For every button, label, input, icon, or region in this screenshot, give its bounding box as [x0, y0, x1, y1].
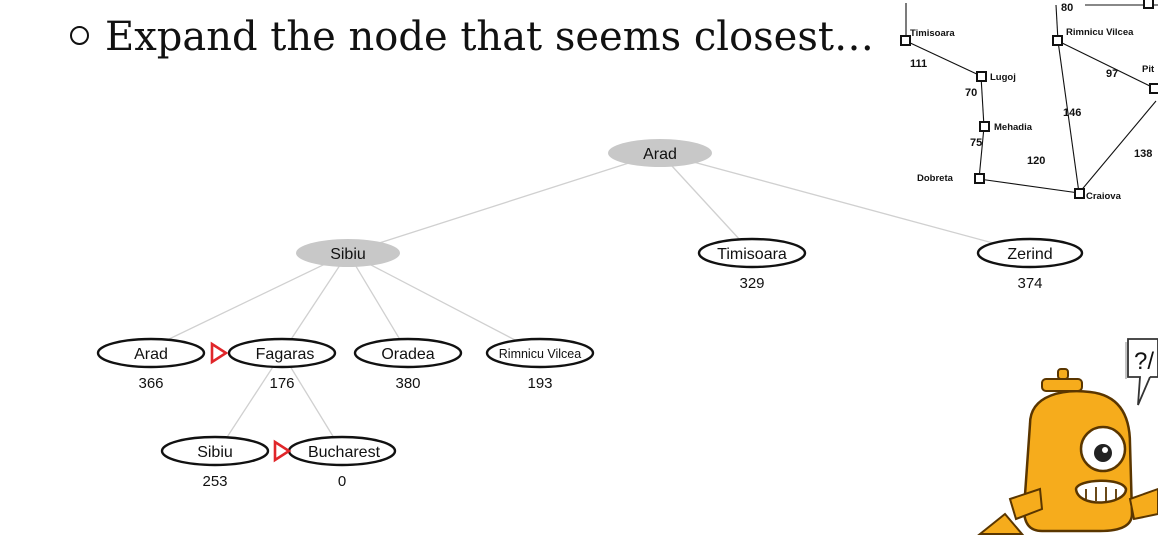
bullet-ring-icon — [70, 26, 89, 45]
tree-node-sibiu: Sibiu — [296, 239, 400, 267]
tree-node-oradea: Oradea 380 — [353, 337, 463, 392]
map-city-marker — [1143, 0, 1154, 9]
tree-edge — [347, 152, 661, 254]
node-label: Timisoara — [717, 246, 787, 263]
map-city-label: Timisoara — [910, 28, 955, 39]
map-city-marker — [979, 121, 990, 132]
tree-node-zerind: Zerind 374 — [976, 237, 1084, 292]
tree-edge — [217, 352, 283, 452]
tree-node-arad: Arad 366 — [96, 337, 206, 392]
map-city-label: Mehadia — [994, 122, 1033, 133]
map-city-marker — [1074, 188, 1085, 199]
node-label: Arad — [134, 346, 168, 363]
map-distance: 70 — [965, 87, 977, 99]
speech-text: ?/ — [1134, 348, 1154, 375]
tree-edge — [659, 152, 1031, 254]
tree-node-timisoara: Timisoara 329 — [697, 237, 807, 292]
speech-bubble: ?/ — [1125, 338, 1158, 406]
node-label: Rimnicu Vilcea — [499, 347, 581, 361]
node-value: 193 — [527, 375, 552, 392]
tree-edge — [281, 252, 349, 354]
map-distance: 80 — [1061, 2, 1073, 14]
node-label: Oradea — [381, 346, 434, 363]
robot-icon — [977, 368, 1158, 535]
tree-node-sibiu-2: Sibiu 253 — [160, 435, 270, 490]
map-labels: Timisoara Rimnicu Vilcea Lugoj Mehadia D… — [910, 2, 1155, 200]
node-value: 329 — [739, 275, 764, 292]
node-label: Arad — [643, 146, 677, 163]
map-city-marker — [974, 173, 985, 184]
tree-node-fagaras: Fagaras 176 — [227, 337, 337, 392]
map-roads — [905, 3, 1158, 194]
bullet-point: Expand the node that seems closest… — [70, 14, 874, 60]
map-city-label: Lugoj — [990, 72, 1016, 83]
romania-map: Timisoara Rimnicu Vilcea Lugoj Mehadia D… — [880, 0, 1158, 200]
node-value: 366 — [138, 375, 163, 392]
node-label: Fagaras — [256, 346, 315, 363]
tree-edge — [347, 252, 409, 354]
tree-edge — [281, 352, 343, 452]
node-value: 380 — [395, 375, 420, 392]
map-distance: 75 — [970, 137, 982, 149]
map-distance: 138 — [1134, 148, 1152, 160]
map-city-label: Pit — [1142, 64, 1155, 75]
map-city-marker — [900, 35, 911, 46]
tree-node-rimnicu-vilcea: Rimnicu Vilcea 193 — [485, 337, 595, 392]
map-city-label: Rimnicu Vilcea — [1066, 27, 1134, 38]
node-label: Bucharest — [308, 444, 381, 461]
bullet-text: Expand the node that seems closest… — [105, 14, 874, 60]
map-nodes — [900, 0, 1158, 199]
tree-edges — [139, 152, 1031, 452]
node-value: 374 — [1017, 275, 1042, 292]
map-city-label: Craiova — [1086, 191, 1122, 200]
robot-illustration: ?/ — [977, 338, 1158, 535]
node-label: Zerind — [1007, 246, 1052, 263]
greedy-marker-icon — [210, 341, 229, 365]
tree-edge — [347, 252, 541, 354]
node-value: 253 — [202, 473, 227, 490]
node-label: Sibiu — [197, 444, 233, 461]
map-distance: 111 — [910, 58, 927, 70]
node-value: 0 — [338, 473, 346, 490]
node-value: 176 — [269, 375, 294, 392]
tree-node-bucharest: Bucharest 0 — [287, 435, 397, 490]
tree-edge — [659, 152, 753, 254]
map-city-marker — [1149, 83, 1158, 94]
tree-edge — [139, 252, 349, 354]
map-city-marker — [1052, 35, 1063, 46]
map-city-label: Dobreta — [917, 173, 954, 184]
map-distance: 120 — [1027, 155, 1045, 167]
node-label: Sibiu — [330, 246, 366, 263]
tree-node-root: Arad — [608, 139, 712, 167]
greedy-marker-icon — [273, 439, 292, 463]
map-distance: 97 — [1106, 68, 1118, 80]
map-city-marker — [976, 71, 987, 82]
map-distance: 146 — [1063, 107, 1081, 119]
